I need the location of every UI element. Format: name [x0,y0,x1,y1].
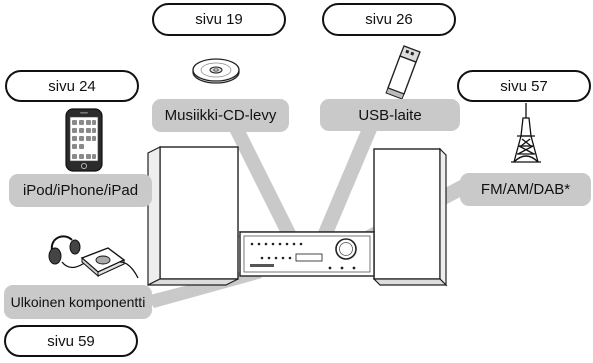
connector-cd [228,128,296,232]
speaker-left-icon [147,146,239,286]
receiver-icon [238,231,376,277]
radio-tower-icon [511,103,541,163]
label-radio: FM/AM/DAB* [460,173,591,206]
iphone-icon [65,108,103,172]
label-usb: USB-laite [320,99,460,131]
page-ref-usb: sivu 26 [322,3,456,36]
headphones-icon [48,235,139,279]
page-ref-radio: sivu 57 [457,70,591,102]
cd-disc-icon [192,58,240,84]
label-external: Ulkoinen komponentti [4,285,152,319]
label-cd: Musiikki-CD-levy [152,99,289,132]
connector-usb [318,128,378,232]
label-ipod: iPod/iPhone/iPad [9,174,152,207]
page-ref-cd: sivu 19 [152,3,286,36]
usb-stick-icon [385,45,421,100]
page-ref-external: sivu 59 [4,325,138,357]
speaker-right-icon [372,147,448,287]
page-ref-ipod: sivu 24 [5,70,139,102]
